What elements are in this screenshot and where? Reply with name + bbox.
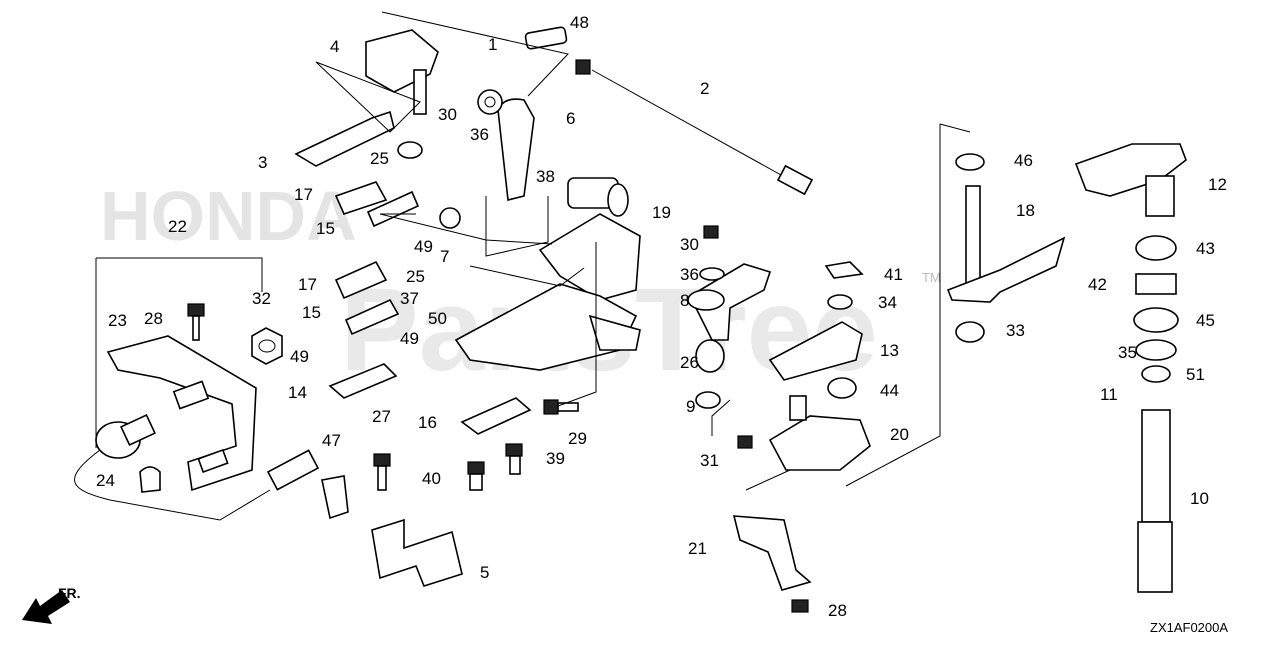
callout-n51: 51 bbox=[1186, 365, 1205, 384]
callout-n15a: 15 bbox=[316, 219, 335, 238]
callout-n4: 4 bbox=[330, 37, 339, 56]
callout-n22: 22 bbox=[168, 217, 187, 236]
callout-n18: 18 bbox=[1016, 201, 1035, 220]
callout-n20: 20 bbox=[890, 425, 909, 444]
callout-n10: 10 bbox=[1190, 489, 1209, 508]
control-arm-part bbox=[497, 98, 535, 201]
plate-14-part bbox=[328, 363, 398, 399]
shift-cable-part bbox=[732, 515, 812, 613]
callout-n40: 40 bbox=[422, 469, 441, 488]
callout-n17b: 17 bbox=[298, 275, 317, 294]
direction-label: FR. bbox=[58, 585, 81, 601]
front-direction-arrow: FR. bbox=[22, 585, 81, 624]
callout-n49a: 49 bbox=[414, 237, 433, 256]
callout-n39: 39 bbox=[546, 449, 565, 468]
sector-gear-part bbox=[1074, 143, 1187, 217]
callout-n36a: 36 bbox=[470, 125, 489, 144]
callout-n35: 35 bbox=[1118, 343, 1137, 362]
callout-n31: 31 bbox=[700, 451, 719, 470]
callout-n19: 19 bbox=[652, 203, 671, 222]
callout-n44: 44 bbox=[880, 381, 899, 400]
callout-n38: 38 bbox=[536, 167, 555, 186]
gear-arm-part bbox=[687, 263, 772, 341]
callout-n46: 46 bbox=[1014, 151, 1033, 170]
callout-n21: 21 bbox=[688, 539, 707, 558]
long-shaft-part bbox=[1137, 409, 1173, 593]
callout-n34: 34 bbox=[878, 293, 897, 312]
callout-n1: 1 bbox=[488, 35, 497, 54]
small-links-part bbox=[334, 181, 420, 336]
connector-part bbox=[266, 449, 320, 491]
gear-shaft-part bbox=[946, 153, 1066, 343]
arm-13-part bbox=[768, 321, 863, 381]
callout-n49c: 49 bbox=[400, 329, 419, 348]
callout-n29: 29 bbox=[568, 429, 587, 448]
control-housing-part bbox=[454, 213, 641, 371]
clamp-part bbox=[139, 466, 349, 520]
callout-n25a: 25 bbox=[370, 149, 389, 168]
callout-n15b: 15 bbox=[302, 303, 321, 322]
callout-n50: 50 bbox=[428, 309, 447, 328]
callout-n28a: 28 bbox=[144, 309, 163, 328]
callout-n27: 27 bbox=[372, 407, 391, 426]
bolt-part bbox=[187, 303, 205, 341]
callout-n23: 23 bbox=[108, 311, 127, 330]
callout-n13: 13 bbox=[880, 341, 899, 360]
callout-n42: 42 bbox=[1088, 275, 1107, 294]
brand-watermark: HONDA bbox=[100, 177, 357, 255]
stop-switch-part bbox=[74, 413, 271, 521]
callout-n17a: 17 bbox=[294, 185, 313, 204]
throttle-arm-part bbox=[294, 110, 395, 167]
link-plate-part bbox=[365, 29, 439, 115]
callout-n16: 16 bbox=[418, 413, 437, 432]
trademark-mark: TM bbox=[922, 270, 941, 285]
bracket-5-part bbox=[371, 518, 463, 587]
grommet-part bbox=[460, 397, 532, 435]
washer-part bbox=[397, 89, 503, 229]
callout-n36b: 36 bbox=[680, 265, 699, 284]
callout-n26: 26 bbox=[680, 353, 699, 372]
callout-n30b: 30 bbox=[680, 235, 699, 254]
switch-bracket-part bbox=[106, 335, 257, 492]
callout-n6: 6 bbox=[566, 109, 575, 128]
callout-n7: 7 bbox=[440, 247, 449, 266]
callout-n43: 43 bbox=[1196, 239, 1215, 258]
callout-n25b: 25 bbox=[406, 267, 425, 286]
pivot-cam-part bbox=[567, 177, 629, 217]
callout-n9: 9 bbox=[686, 397, 695, 416]
bearings-part bbox=[1133, 235, 1179, 383]
callout-n32: 32 bbox=[252, 289, 271, 308]
nut-part bbox=[251, 327, 283, 365]
callout-n48: 48 bbox=[570, 13, 589, 32]
collar-part bbox=[695, 339, 725, 409]
cable-end-part bbox=[524, 26, 568, 50]
callout-n28b: 28 bbox=[828, 601, 847, 620]
callout-n2: 2 bbox=[700, 79, 709, 98]
callout-n5: 5 bbox=[480, 563, 489, 582]
screws-part bbox=[373, 399, 579, 491]
callout-n41: 41 bbox=[884, 265, 903, 284]
diagram-code: ZX1AF0200A bbox=[1150, 620, 1228, 635]
callout-n37: 37 bbox=[400, 289, 419, 308]
throttle-cable-part bbox=[575, 59, 814, 196]
callout-layer: 1234567891011121314151516171718192021222… bbox=[96, 13, 1227, 620]
small-parts-right bbox=[699, 225, 864, 449]
callout-n12: 12 bbox=[1208, 175, 1227, 194]
callout-n33: 33 bbox=[1006, 321, 1025, 340]
shift-lever-part bbox=[768, 395, 871, 471]
callout-n24: 24 bbox=[96, 471, 115, 490]
callout-n3: 3 bbox=[258, 153, 267, 172]
callout-n30a: 30 bbox=[438, 105, 457, 124]
callout-n47: 47 bbox=[322, 431, 341, 450]
leader-lines bbox=[95, 11, 971, 491]
callout-n11: 11 bbox=[1100, 385, 1118, 404]
callout-n8: 8 bbox=[680, 291, 689, 310]
callout-n49b: 49 bbox=[290, 347, 309, 366]
callout-n14: 14 bbox=[288, 383, 307, 402]
callout-n45: 45 bbox=[1196, 311, 1215, 330]
